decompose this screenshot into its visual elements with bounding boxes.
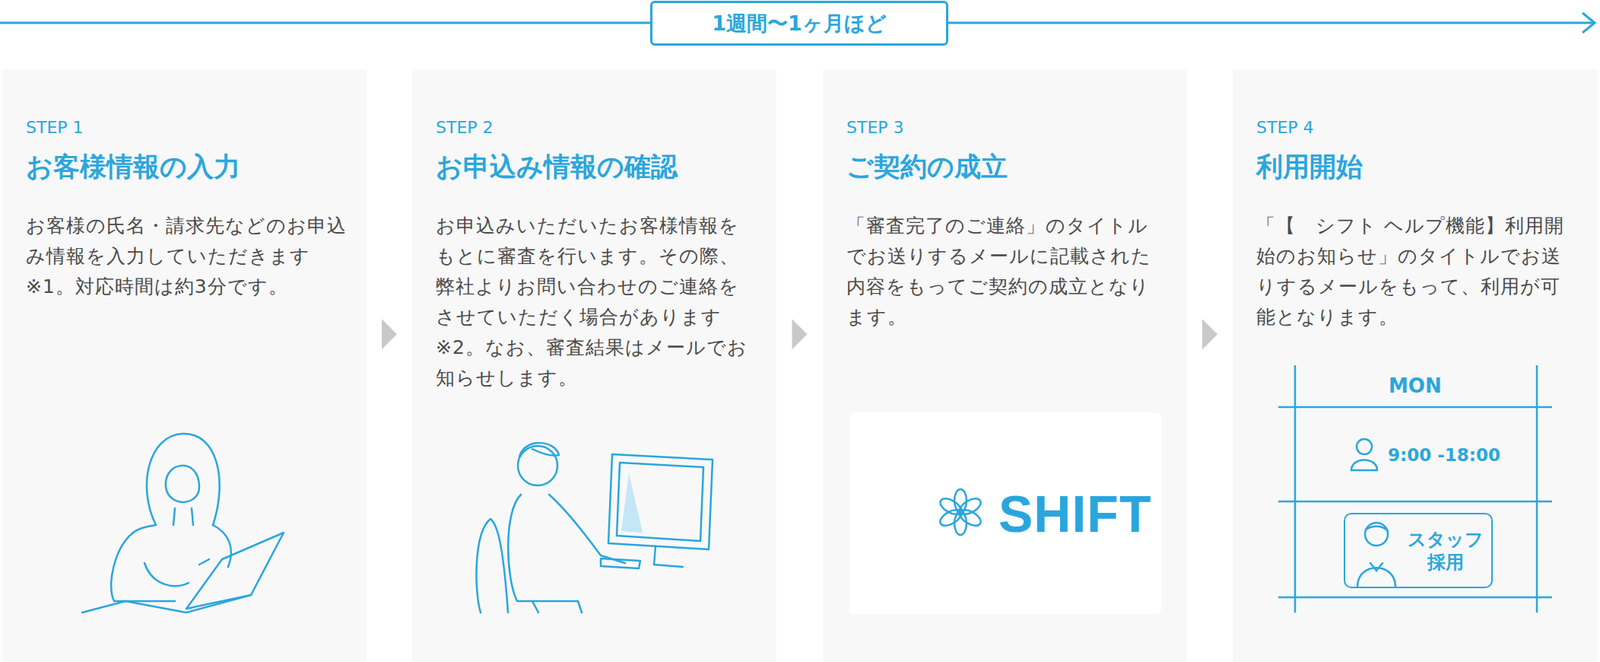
panel-ground xyxy=(2,69,367,662)
day-label: MON xyxy=(1388,373,1442,398)
step-arrow xyxy=(776,318,823,350)
arrow-head xyxy=(792,318,808,350)
step-title: お申込み情報の確認 xyxy=(435,149,758,185)
step-panel: STEP 2 お申込み情報の確認お申込みいただいたお客様情報をもとに審査を行います… xyxy=(412,69,777,662)
step-title: 利用開始 xyxy=(1256,149,1579,185)
duration-text: 1週間〜1ヶ月ほど xyxy=(711,9,887,38)
arrow-head xyxy=(381,318,397,350)
step-number: STEP 4 xyxy=(1256,117,1579,139)
screen-highlight xyxy=(621,473,643,533)
staff-person-icon xyxy=(1357,522,1396,587)
panel-ground xyxy=(1232,69,1598,662)
person-icon xyxy=(1351,438,1378,470)
duration-badge: 1週間〜1ヶ月ほど xyxy=(650,0,949,46)
step-number: STEP 2 xyxy=(435,117,758,139)
man-computer-illustration xyxy=(476,442,713,613)
panel-ground xyxy=(412,69,777,662)
shift-logo-icon xyxy=(937,488,984,535)
logo-text: SHIFT xyxy=(998,483,1152,543)
step-panel: STEP 3 ご契約の成立「審査完了のご連絡」のタイトルでお送りするメールに記載さ… xyxy=(822,69,1188,662)
step-number: STEP 1 xyxy=(25,117,348,139)
step-arrow xyxy=(366,318,413,350)
logo-card: SHIFT xyxy=(849,412,1162,614)
logo-card-ground xyxy=(849,412,1162,614)
step-number: STEP 3 xyxy=(846,117,1169,139)
step-body: 「審査完了のご連絡」のタイトルでお送りするメールに記載された内容をもってご契約の… xyxy=(846,210,1169,333)
time-label: 9:00 -18:00 xyxy=(1387,443,1501,467)
step-arrow xyxy=(1187,318,1233,350)
calendar-grid xyxy=(1278,365,1553,613)
panel-ground xyxy=(822,69,1188,662)
step-title: ご契約の成立 xyxy=(846,149,1169,185)
step-panel: STEP 1 お客様情報の入力お客様の氏名・請求先などのお申込み情報を入力していた… xyxy=(2,69,367,662)
step-panel: STEP 4 利用開始「【 シフト ヘルプ機能】利用開始のお知らせ」のタイトルでお… xyxy=(1232,69,1598,662)
step-title: お客様情報の入力 xyxy=(25,149,348,185)
panel-grounds xyxy=(2,69,1598,662)
arrow-head xyxy=(1202,318,1218,350)
staff-text: スタッフ 採用 xyxy=(1406,527,1486,574)
step-body: お客様の氏名・請求先などのお申込み情報を入力していただきます※1。対応時間は約3… xyxy=(25,210,348,302)
step-body: お申込みいただいたお客様情報をもとに審査を行います。その際、弊社よりお問い合わせ… xyxy=(435,210,758,394)
staff-box: スタッフ 採用 xyxy=(1343,512,1493,588)
step-body: 「【 シフト ヘルプ機能】利用開始のお知らせ」のタイトルでお送りするメールをもっ… xyxy=(1256,210,1579,333)
woman-laptop-illustration xyxy=(82,433,284,613)
